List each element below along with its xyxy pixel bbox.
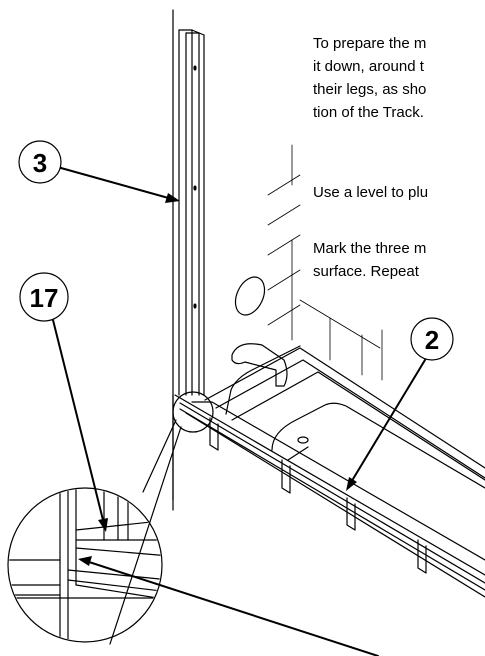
callout-3-circle [18,140,62,184]
instruction-line-3: their legs, as sho [313,81,427,98]
left-jamb-track [178,29,205,396]
instruction-line-1: To prepare the m [313,35,427,52]
detail-connector-upper [142,419,177,493]
callout-2-label: 2 [425,325,439,355]
leader-inset [85,560,379,656]
instruction-line-2: it down, around t [313,58,424,75]
arrowhead-3 [165,193,180,203]
wall-tiles [267,144,383,381]
instruction-line-6: Mark the three m [313,240,427,257]
wall-fixture [234,276,266,316]
detail-inset [7,487,163,643]
instruction-line-4: tion of the Track. [313,104,424,121]
arrowhead-inset [78,556,92,566]
callout-2-circle [410,317,454,361]
leader-17 [52,319,105,525]
callout-17-circle [19,272,69,322]
callout-3-label: 3 [33,148,47,178]
callout-17-label: 17 [30,283,59,313]
instruction-line-7: surface. Repeat [313,263,419,280]
detail-focus-circle [172,391,214,433]
arrowhead-17 [98,518,108,532]
leader-2 [349,359,426,485]
detail-connector-lower [109,426,182,645]
leader-3 [60,167,173,200]
bottom-track [174,394,485,598]
instruction-line-5: Use a level to plu [313,184,429,201]
arrowhead-2 [346,477,357,491]
jamb-screw-holes [193,65,197,309]
track-clips [209,417,427,574]
